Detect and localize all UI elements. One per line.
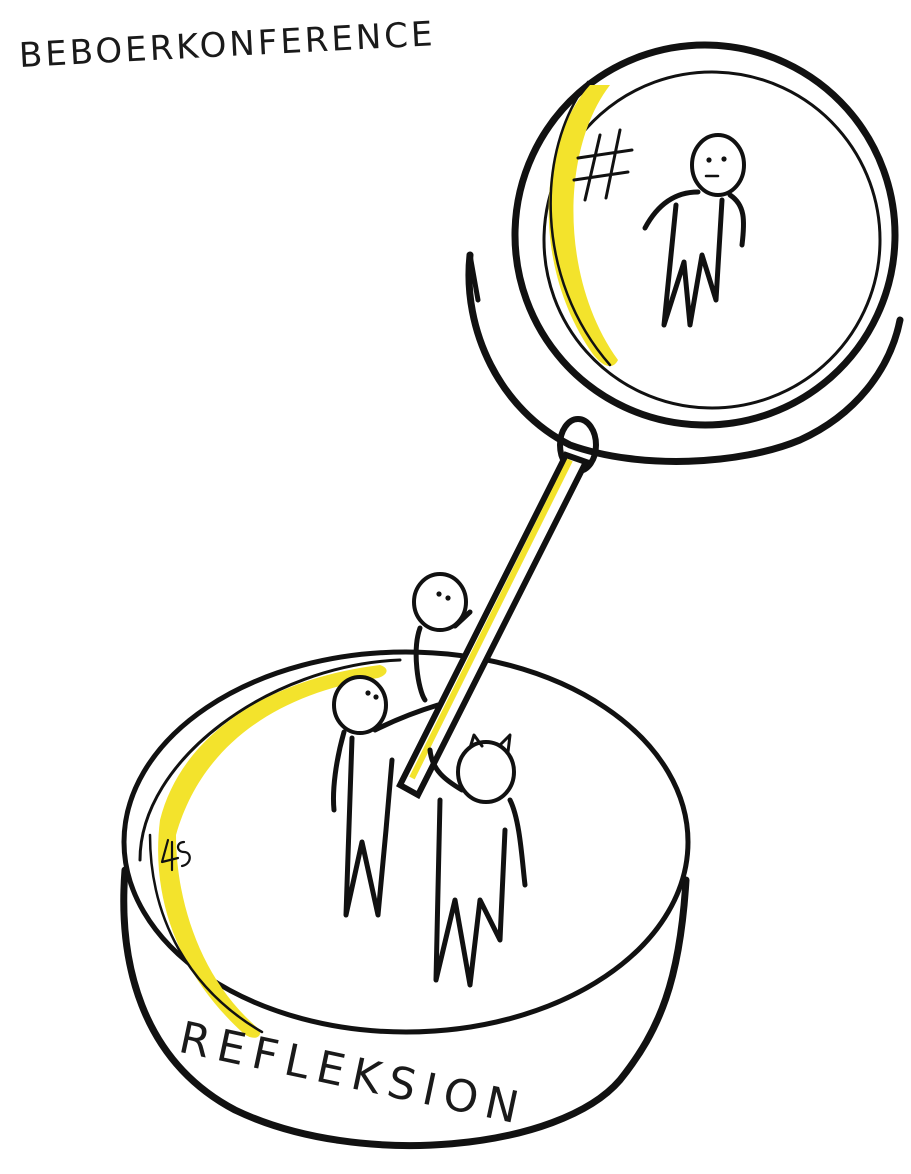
top-platform — [461, 0, 911, 479]
